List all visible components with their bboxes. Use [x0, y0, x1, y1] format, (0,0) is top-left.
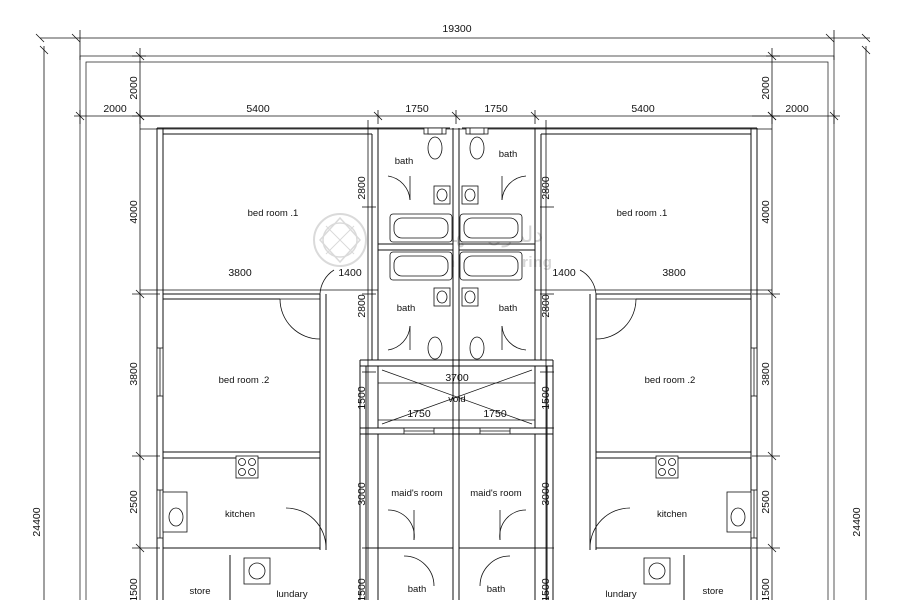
dim-store-depth-right: 1500: [760, 578, 772, 600]
bathtub-icon: [459, 213, 523, 243]
dim-bedroom2-depth-right: 3800: [760, 362, 772, 386]
dim-void-half-right: 1750: [483, 408, 507, 420]
dim-kitchen-depth-left: 2500: [128, 490, 140, 514]
dim-bedroom2-width-left: 3800: [228, 267, 252, 279]
watermark-logo-icon: [313, 213, 367, 267]
label-laundry-right: lundary: [605, 589, 636, 600]
label-void: void: [448, 394, 465, 405]
dim-lower-bath-depth-right: 1500: [540, 578, 552, 600]
label-kitchen-right: kitchen: [657, 509, 687, 520]
label-bedroom1-left: bed room .1: [248, 208, 299, 219]
toilet-icon: [427, 336, 443, 360]
dim-setback-front-left: 2000: [128, 76, 140, 100]
dim-setback-right: 2000: [785, 103, 809, 115]
dimension-lines: [35, 30, 871, 600]
dim-maid-depth-right: 3000: [540, 482, 552, 506]
dim-bedroom-width-right: 5400: [631, 103, 655, 115]
label-store-right: store: [702, 586, 723, 597]
plot-boundary: [79, 55, 835, 600]
dim-kitchen-depth-right: 2500: [760, 490, 772, 514]
dim-void-depth-left: 1500: [356, 386, 368, 410]
bathtub-icon: [389, 213, 453, 243]
dim-setback-front-right: 2000: [760, 76, 772, 100]
label-bath-upper-left: bath: [395, 156, 414, 167]
dim-bath-width-left: 1750: [405, 103, 429, 115]
label-bedroom2-left: bed room .2: [219, 375, 270, 386]
washing-machine-icon: [643, 557, 671, 585]
washbasin-icon: [461, 287, 479, 307]
dim-bedroom1-depth-right: 4000: [760, 200, 772, 224]
label-bath-mid-left: bath: [397, 303, 416, 314]
dim-maid-depth-left: 3000: [356, 482, 368, 506]
label-store-left: store: [189, 586, 210, 597]
bathtub-icon: [459, 251, 523, 281]
dim-void-width: 3700: [445, 372, 469, 384]
bath-fixtures: [389, 127, 523, 360]
sink-icon: [726, 491, 752, 533]
room-labels: bed room .1 bed room .1 bed room .2 bed …: [189, 149, 723, 600]
washbasin-icon: [433, 287, 451, 307]
dim-passage-right: 1400: [552, 267, 576, 279]
dim-bedroom1-depth-left: 4000: [128, 200, 140, 224]
dimension-labels: 19300 2000 5400 1750 1750 5400 2000 3800…: [31, 23, 863, 600]
dim-overall-depth-right: 24400: [851, 507, 863, 536]
label-kitchen-left: kitchen: [225, 509, 255, 520]
dim-lower-bath-depth-left: 1500: [356, 578, 368, 600]
bathtub-icon: [389, 251, 453, 281]
washbasin-icon: [461, 185, 479, 205]
doors: [279, 175, 637, 587]
dim-overall-width: 19300: [442, 23, 471, 35]
label-bath-lower-left: bath: [408, 584, 427, 595]
label-bath-lower-right: bath: [487, 584, 506, 595]
label-bath-upper-right: bath: [499, 149, 518, 160]
label-bedroom1-right: bed room .1: [617, 208, 668, 219]
dim-bath-depth-upper-left: 2800: [356, 176, 368, 200]
dim-overall-depth-left: 24400: [31, 507, 43, 536]
washing-machine-icon: [243, 557, 271, 585]
dim-bath-width-right: 1750: [484, 103, 508, 115]
stove-icon: [235, 455, 259, 479]
dim-store-depth-left: 1500: [128, 578, 140, 600]
kitchen-fixtures: [162, 455, 752, 585]
label-maids-room-left: maid's room: [391, 488, 443, 499]
dim-bath-depth-lower-right: 2800: [540, 294, 552, 318]
dim-bedroom2-depth-left: 3800: [128, 362, 140, 386]
label-bedroom2-right: bed room .2: [645, 375, 696, 386]
washbasin-icon: [433, 185, 451, 205]
toilet-icon: [469, 336, 485, 360]
dim-void-depth-right: 1500: [540, 386, 552, 410]
dim-void-half-left: 1750: [407, 408, 431, 420]
sink-icon: [162, 491, 188, 533]
dim-setback-left: 2000: [103, 103, 127, 115]
dim-bath-depth-upper-right: 2800: [540, 176, 552, 200]
label-bath-mid-right: bath: [499, 303, 518, 314]
dim-passage-left: 1400: [338, 267, 362, 279]
void-cross: [381, 369, 533, 425]
stove-icon: [655, 455, 679, 479]
building-walls: [156, 127, 758, 600]
dim-bath-depth-lower-left: 2800: [356, 294, 368, 318]
dim-bedroom2-width-right: 3800: [662, 267, 686, 279]
dim-bedroom-width-left: 5400: [246, 103, 270, 115]
label-maids-room-right: maid's room: [470, 488, 522, 499]
toilet-icon: [427, 127, 443, 160]
toilet-icon: [469, 127, 485, 160]
label-laundry-left: lundary: [276, 589, 307, 600]
